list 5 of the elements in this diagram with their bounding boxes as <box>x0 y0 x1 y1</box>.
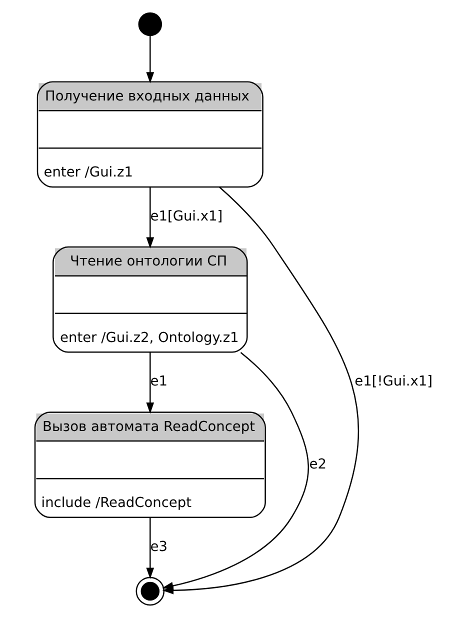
edge-label: e1[!Gui.x1] <box>354 374 432 390</box>
edge-label: e1[Gui.x1] <box>150 208 222 225</box>
edge-label: e1 <box>150 374 168 390</box>
edge-label: e3 <box>150 538 168 555</box>
edge-label: e2 <box>308 456 326 472</box>
